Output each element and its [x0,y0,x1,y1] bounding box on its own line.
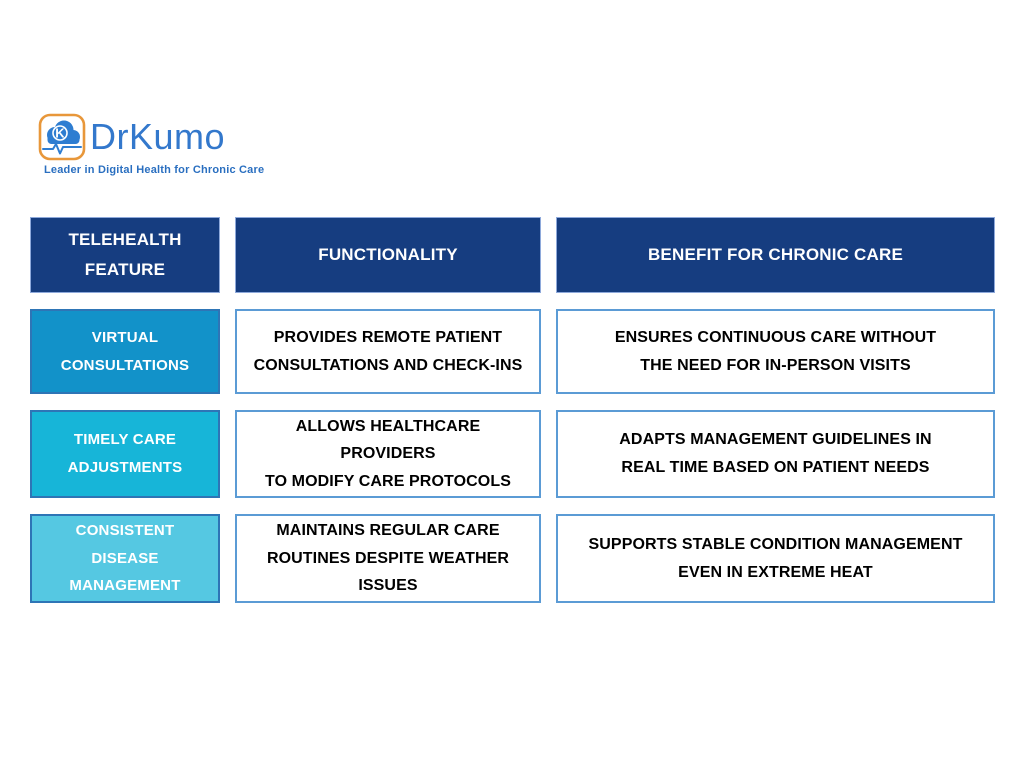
functionality-cell-row1: PROVIDES REMOTE PATIENT CONSULTATIONS AN… [235,309,541,394]
benefit-cell-row1: ENSURES CONTINUOUS CARE WITHOUT THE NEED… [556,309,995,394]
header-cell-benefit: BENEFIT FOR CHRONIC CARE [556,217,995,293]
brand-wordmark: DrKumo [90,116,226,157]
feature-cell-timely-care-adjustments: TIMELY CARE ADJUSTMENTS [30,410,220,498]
brand-tagline: Leader in Digital Health for Chronic Car… [44,164,265,176]
logo-row: K DrKumo [38,112,264,162]
drkumo-cloud-k-heartbeat-icon: K [38,113,86,161]
benefit-cell-row3: SUPPORTS STABLE CONDITION MANAGEMENT EVE… [556,514,995,603]
telehealth-feature-table: TELEHEALTH FEATURE FUNCTIONALITY BENEFIT… [30,217,995,603]
header-cell-functionality: FUNCTIONALITY [235,217,541,293]
header-cell-telehealth-feature: TELEHEALTH FEATURE [30,217,220,293]
feature-cell-consistent-disease-management: CONSISTENT DISEASE MANAGEMENT [30,514,220,603]
feature-cell-virtual-consultations: VIRTUAL CONSULTATIONS [30,309,220,394]
drkumo-logo: K DrKumo Leader in Digital Health for Ch… [38,112,264,176]
functionality-cell-row2: ALLOWS HEALTHCARE PROVIDERS TO MODIFY CA… [235,410,541,498]
benefit-cell-row2: ADAPTS MANAGEMENT GUIDELINES IN REAL TIM… [556,410,995,498]
functionality-cell-row3: MAINTAINS REGULAR CARE ROUTINES DESPITE … [235,514,541,603]
svg-text:K: K [55,126,65,141]
